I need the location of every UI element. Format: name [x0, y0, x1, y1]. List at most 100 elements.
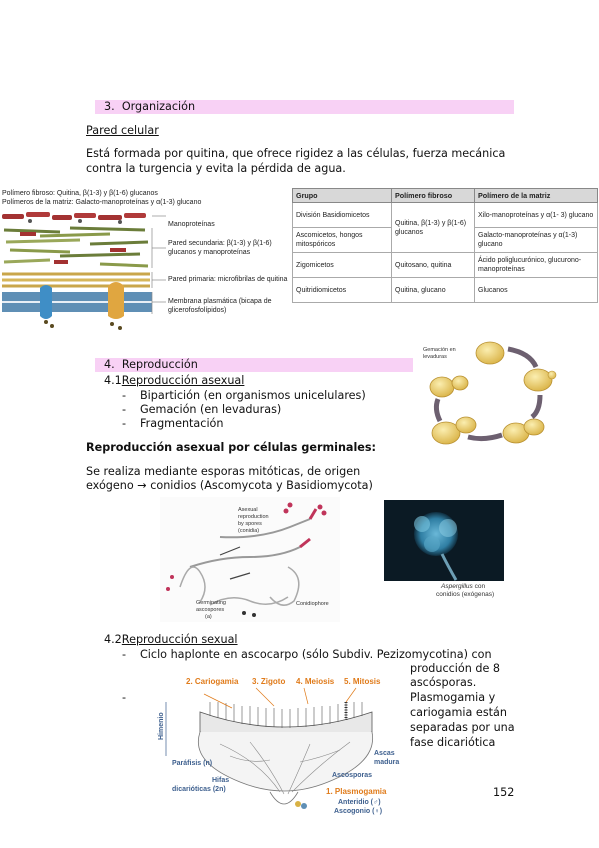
pared-celular-heading: Pared celular	[86, 124, 159, 137]
table-cell: Zigomicetos	[292, 252, 392, 278]
germinal-heading: Reproducción asexual por células germina…	[86, 441, 377, 454]
table-row: Zigomicetos Quitosano, quitina Ácido pol…	[292, 252, 598, 278]
label-secundaria-2: glucanos y manoproteínas	[168, 249, 251, 256]
section-number: 4.	[104, 358, 115, 371]
table-row: Quitridiomicetos Quitina, glucano Glucan…	[292, 277, 598, 303]
table-header: Polímero fibroso	[391, 188, 475, 203]
conidia-lifecycle-diagram	[160, 497, 340, 622]
aspergillus-caption-italic: Aspergillus	[441, 583, 473, 590]
list-item-text: Fragmentación	[140, 417, 224, 430]
budding-caption-line1: Gemación en	[423, 347, 456, 353]
label-ascogonio: Ascogonio (♀)	[334, 808, 383, 815]
label-ascas-1: Ascas	[374, 750, 395, 757]
list-item: -Ciclo haplonte en ascocarpo (sólo Subdi…	[122, 648, 492, 661]
label-conidiophore: Conidiophore	[296, 601, 329, 607]
sexual-item2-line1: Plasmogamia y	[410, 691, 496, 704]
sexual-item1-line3: ascósporas.	[410, 676, 477, 689]
primary-wall-layer	[2, 272, 150, 288]
table-cell: Xilo-manoproteínas y α(1- 3) glucano	[474, 202, 598, 228]
aspergillus-caption-rest: con	[472, 583, 486, 590]
label-himenio: Himenio	[158, 712, 165, 740]
table-cell: Ascomicetos, hongos mitospóricos	[292, 227, 392, 253]
label-ascas-2: madura	[374, 759, 400, 766]
section-number: 3.	[104, 100, 115, 113]
label-hifas-1: Hifas	[212, 777, 230, 784]
list-item-dash: -	[122, 691, 127, 704]
wall-caption-line2: Polímeros de la matriz: Galacto-manoprot…	[2, 199, 202, 206]
sexual-item2-line2: cariogamia están	[410, 706, 507, 719]
table-cell: Galacto-manoproteínas y α(1-3) glucano	[474, 227, 598, 253]
table-cell: Quitina, glucano	[391, 277, 475, 303]
label-ascosporas: Ascosporas	[332, 772, 373, 779]
table-cell: Quitosano, quitina	[391, 252, 475, 278]
sexual-heading: 4.2Reproducción sexual	[104, 633, 238, 647]
label-asexual-3: by spores	[238, 521, 262, 527]
section-4-heading: 4. Reproducción	[104, 358, 198, 372]
section-title: Reproducción	[121, 358, 198, 371]
label-manoproteinas: Manoproteínas	[168, 221, 215, 228]
label-primaria: Pared primaria: microfibrilas de quitina	[168, 276, 288, 283]
germinal-body-line1: Se realiza mediante esporas mitóticas, d…	[86, 465, 361, 478]
label-hifas-2: dicarióticas (2n)	[172, 786, 226, 793]
wall-composition-table-wrapper: Grupo Polímero fibroso Polímero de la ma…	[292, 188, 598, 303]
asexual-heading: 4.1Reproducción asexual	[104, 374, 244, 388]
section-3-highlight	[95, 100, 514, 114]
subsection-number: 4.1	[104, 374, 122, 387]
cell-wall-diagram	[2, 212, 166, 330]
table-header-row: Grupo Polímero fibroso Polímero de la ma…	[292, 188, 598, 203]
list-item-text: Ciclo haplonte en ascocarpo (sólo Subdiv…	[140, 648, 492, 661]
section-3-heading: 3. Organización	[104, 100, 195, 114]
label-membrana-1: Membrana plasmática (bicapa de	[168, 298, 272, 305]
sexual-item2-line3: separadas por una	[410, 721, 515, 734]
list-item-text: Gemación (en levaduras)	[140, 403, 282, 416]
ascocarp-diagram	[160, 672, 408, 820]
table-cell-merged: Quitina, β(1-3) y β(1-6) glucanos	[391, 202, 475, 253]
list-item: -Bipartición (en organismos unicelulares…	[122, 389, 366, 402]
table-cell: Quitridiomicetos	[292, 277, 392, 303]
wall-composition-table: Grupo Polímero fibroso Polímero de la ma…	[292, 188, 598, 303]
table-cell: Glucanos	[474, 277, 598, 303]
subsection-title: Reproducción asexual	[121, 374, 245, 387]
table-cell: División Basidiomicetos	[292, 202, 392, 228]
label-membrana-2: glicerofosfolípidos)	[168, 307, 227, 314]
table-header: Polímero de la matriz	[474, 188, 598, 203]
wall-caption-line1: Polímero fibroso: Quitina, β(1-3) y β(1-…	[2, 190, 158, 197]
label-zigoto: 3. Zigoto	[252, 677, 286, 686]
pared-body-line2: contra la turgencia y evita la pérdida d…	[86, 162, 346, 175]
label-meiosis: 4. Meiosis	[296, 677, 335, 686]
label-parafisis: Paráfisis (n)	[172, 760, 213, 767]
list-item: -Gemación (en levaduras)	[122, 403, 282, 416]
budding-yeast-diagram	[429, 341, 557, 445]
subsection-title: Reproducción sexual	[121, 633, 238, 646]
secondary-wall-layer	[3, 226, 149, 268]
table-row: Ascomicetos, hongos mitospóricos Galacto…	[292, 227, 598, 253]
table-header: Grupo	[292, 188, 392, 203]
label-germinating-1: Germinating	[196, 600, 226, 606]
label-mitosis: 5. Mitosis	[344, 677, 381, 686]
aspergillus-caption-line1: Aspergillus con	[441, 583, 486, 591]
label-anteridio: Anteridio (♂)	[338, 799, 381, 806]
section-title: Organización	[121, 100, 196, 113]
table-cell: Ácido poliglucurónico, glucurono-manopro…	[474, 252, 598, 278]
section-4-highlight	[95, 358, 413, 372]
sexual-item1-line2: producción de 8	[410, 662, 501, 675]
pared-body-line1: Está formada por quitina, que ofrece rig…	[86, 147, 506, 160]
label-asexual-1: Asexual	[238, 507, 258, 513]
subsection-number: 4.2	[104, 633, 122, 646]
table-row: División Basidiomicetos Quitina, β(1-3) …	[292, 202, 598, 253]
label-germinating-3: (a)	[205, 614, 212, 620]
manoproteins-layer	[2, 212, 146, 224]
budding-caption-line2: levaduras	[423, 354, 447, 360]
aspergillus-caption-line2: conidios (exógenas)	[436, 591, 495, 598]
label-cariogamia: 2. Cariogamia	[186, 677, 239, 686]
label-asexual-4: (conidia)	[238, 528, 260, 534]
sexual-item2-line4: fase dicariótica	[410, 736, 496, 749]
aspergillus-micrograph	[384, 500, 504, 581]
plasma-membrane	[2, 282, 152, 330]
label-plasmogamia: 1. Plasmogamia	[326, 787, 387, 796]
label-secundaria-1: Pared secundaria: β(1-3) y β(1-6)	[168, 240, 272, 247]
page-number: 152	[493, 786, 515, 799]
list-item: -Fragmentación	[122, 417, 224, 430]
germinal-body-line2: exógeno → conidios (Ascomycota y Basidio…	[86, 479, 373, 492]
label-germinating-2: ascospores	[196, 607, 225, 613]
